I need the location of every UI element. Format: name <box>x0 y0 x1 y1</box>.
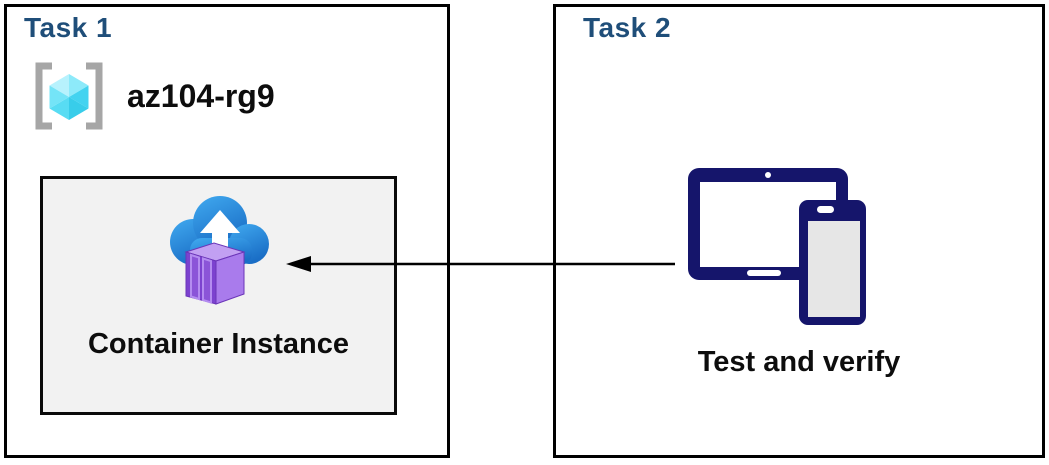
phone-glyph <box>799 200 866 325</box>
resource-group-icon-svg <box>35 62 103 130</box>
container-instance-icon <box>164 190 274 308</box>
container-instance-icon-svg <box>170 196 269 305</box>
test-and-verify-label: Test and verify <box>697 346 901 378</box>
upload-arrow <box>200 210 240 256</box>
container-ribs <box>190 253 212 304</box>
resource-group-icon <box>31 62 107 130</box>
devices-icon <box>686 166 871 328</box>
resource-group-name: az104-rg9 <box>127 78 275 114</box>
container-instance-label: Container Instance <box>87 328 350 360</box>
task2-title: Task 2 <box>583 12 672 43</box>
task1-title: Task 1 <box>24 12 113 43</box>
cube-glyph <box>49 74 89 120</box>
devices-icon-svg <box>688 168 866 325</box>
